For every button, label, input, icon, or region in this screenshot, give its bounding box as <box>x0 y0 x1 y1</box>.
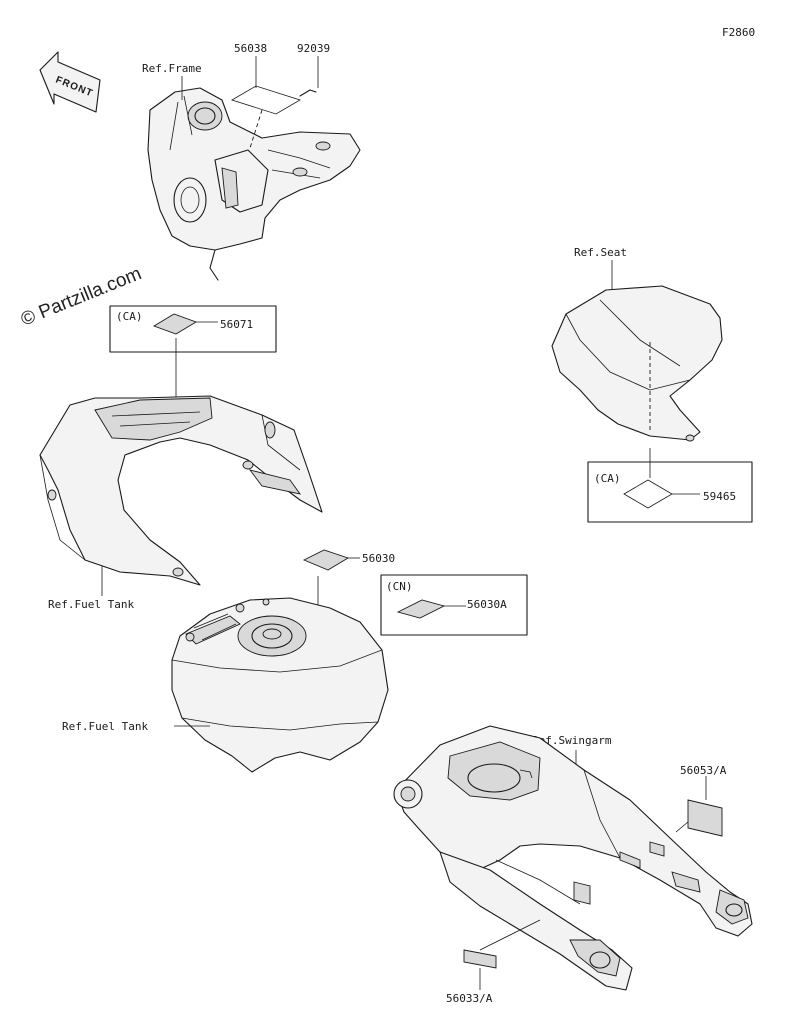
label-56038-shape <box>231 85 301 115</box>
part-number-56038[interactable]: 56038 <box>234 42 267 55</box>
region-box-cn-fuel-tank-label: (CN) <box>386 580 413 593</box>
part-number-56053A[interactable]: 56053/A <box>680 764 727 777</box>
ref-seat-label: Ref.Seat <box>574 246 627 259</box>
part-number-56030[interactable]: 56030 <box>362 552 395 565</box>
frame-drawing <box>147 87 361 281</box>
region-box-ca-seat <box>587 461 753 523</box>
region-box-cn-fuel-tank <box>380 574 528 636</box>
label-56030A-shape <box>396 599 446 619</box>
part-number-59465[interactable]: 59465 <box>703 490 736 503</box>
ref-frame-label: Ref.Frame <box>142 62 202 75</box>
part-number-56071[interactable]: 56071 <box>220 318 253 331</box>
ref-swingarm-label: Ref.Swingarm <box>532 734 612 747</box>
region-box-ca-fuel-tank-label: (CA) <box>116 310 143 323</box>
front-arrow-icon: FRONT <box>39 51 101 113</box>
label-56030-shape <box>302 549 350 571</box>
region-box-ca-fuel-tank <box>109 305 277 353</box>
figure-code: F2860 <box>722 26 755 39</box>
region-box-ca-seat-label: (CA) <box>594 472 621 485</box>
label-56053A-shape <box>687 799 723 837</box>
part-number-92039[interactable]: 92039 <box>297 42 330 55</box>
swingarm-drawing <box>393 725 753 991</box>
label-59465-shape <box>623 479 673 509</box>
label-56033A-shape <box>463 949 497 969</box>
ref-fuel-tank-lower-label: Ref.Fuel Tank <box>62 720 148 733</box>
clip-92039-shape <box>299 89 317 97</box>
part-number-56033A[interactable]: 56033/A <box>446 992 493 1005</box>
seat-drawing <box>551 285 723 442</box>
fuel-tank-cover-drawing <box>39 395 323 586</box>
fuel-tank-drawing <box>171 597 389 773</box>
label-56071-shape <box>152 313 198 335</box>
ref-fuel-tank-upper-label: Ref.Fuel Tank <box>48 598 134 611</box>
part-number-56030A[interactable]: 56030A <box>467 598 507 611</box>
